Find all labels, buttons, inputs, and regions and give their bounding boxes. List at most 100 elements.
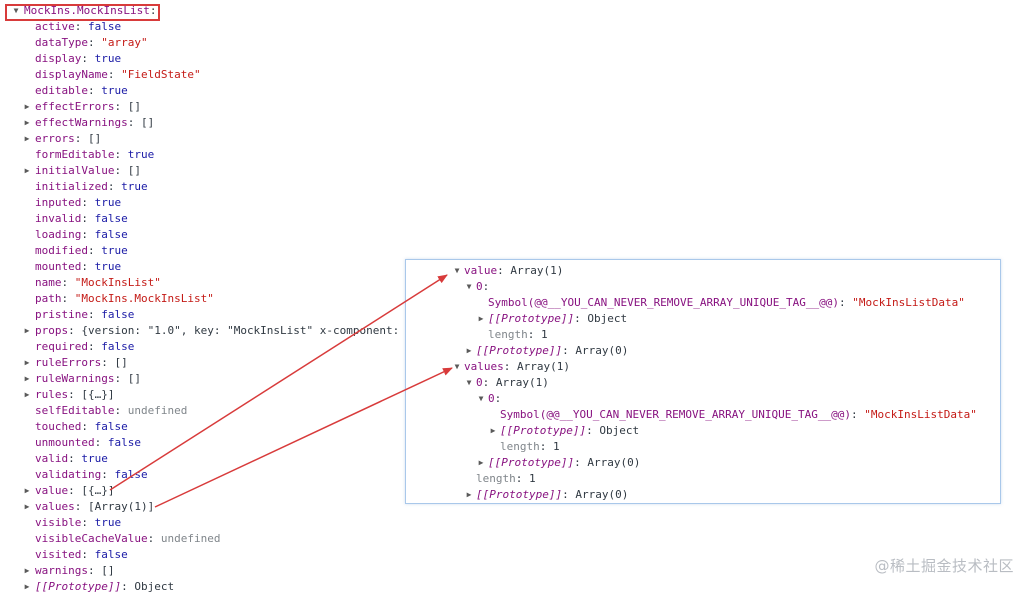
tree-row-text: length: 1 [500, 439, 560, 455]
property-key: Symbol(@@__YOU_CAN_NEVER_REMOVE_ARRAY_UN… [500, 408, 851, 421]
property-value: 1 [541, 328, 548, 341]
tree-row-text: warnings: [] [35, 563, 114, 579]
tree-row-text: [[Prototype]]: Object [488, 311, 627, 327]
property-key: required [35, 340, 88, 353]
expand-triangle-down-icon[interactable]: ▼ [466, 378, 472, 387]
key-separator: : [851, 408, 865, 421]
expand-triangle-right-icon[interactable]: ▶ [24, 390, 30, 399]
expand-triangle-right-icon[interactable]: ▶ [24, 118, 30, 127]
tree-root-node[interactable]: ▼ MockIns.MockInsList: [0, 3, 410, 19]
key-separator: : [562, 344, 576, 357]
key-separator: : [114, 164, 128, 177]
tree-row-text: display: true [35, 51, 121, 67]
tree-row[interactable]: ▶values: [Array(1)] [0, 499, 410, 515]
expand-triangle-down-icon[interactable]: ▼ [13, 6, 19, 15]
key-separator: : [81, 420, 95, 433]
tree-row: name: "MockInsList" [0, 275, 410, 291]
tree-row[interactable]: ▶rules: [{…}] [0, 387, 410, 403]
tree-row-text: unmounted: false [35, 435, 141, 451]
tree-row: valid: true [0, 451, 410, 467]
expand-triangle-right-icon[interactable]: ▶ [24, 486, 30, 495]
expand-triangle-right-icon[interactable]: ▶ [478, 314, 484, 323]
key-separator: : [68, 452, 82, 465]
tree-row[interactable]: ▶[[Prototype]]: Object [0, 579, 410, 595]
property-value: false [107, 436, 141, 449]
property-value: true [94, 52, 122, 65]
tree-row[interactable]: ▶[[Prototype]]: Array(0) [406, 343, 1000, 359]
property-value: false [101, 340, 135, 353]
tree-row[interactable]: ▶[[Prototype]]: Object [406, 423, 1000, 439]
property-value: [] [127, 100, 141, 113]
tree-row[interactable]: ▶errors: [] [0, 131, 410, 147]
tree-row[interactable]: ▶effectErrors: [] [0, 99, 410, 115]
expand-triangle-down-icon[interactable]: ▼ [478, 394, 484, 403]
key-separator: : [539, 440, 553, 453]
tree-row[interactable]: ▶effectWarnings: [] [0, 115, 410, 131]
expand-triangle-right-icon[interactable]: ▶ [24, 102, 30, 111]
key-separator: : [61, 292, 75, 305]
property-value: Array(0) [587, 456, 641, 469]
expand-triangle-right-icon[interactable]: ▶ [24, 166, 30, 175]
key-separator: : [574, 456, 588, 469]
expand-triangle-down-icon[interactable]: ▼ [466, 282, 472, 291]
key-separator: : [101, 356, 115, 369]
tree-row-text: loading: false [35, 227, 128, 243]
expand-triangle-right-icon[interactable]: ▶ [24, 374, 30, 383]
expand-triangle-right-icon[interactable]: ▶ [24, 134, 30, 143]
key-separator: : [87, 308, 102, 321]
tree-row[interactable]: ▶ initialValue: [] [0, 163, 410, 179]
tree-row[interactable]: ▶ [[Prototype]]: Array(0) [406, 487, 1000, 503]
tree-row-text: MockIns.MockInsList: [24, 3, 156, 19]
tree-row-text: pristine: false [35, 307, 134, 323]
property-key: [[Prototype]] [476, 488, 563, 501]
expand-triangle-right-icon[interactable]: ▶ [490, 426, 496, 435]
tree-row[interactable]: ▼0: Array(1) [406, 375, 1000, 391]
expand-triangle-down-icon[interactable]: ▼ [454, 266, 460, 275]
property-key: warnings [35, 564, 88, 577]
tree-row: modified: true [0, 243, 410, 259]
property-key: modified [35, 244, 88, 257]
tree-row[interactable]: ▼values: Array(1) [406, 359, 1000, 375]
tree-row: length: 1 [406, 327, 1000, 343]
expand-triangle-right-icon[interactable]: ▶ [478, 458, 484, 467]
tree-row: inputed: true [0, 195, 410, 211]
expand-triangle-down-icon[interactable]: ▼ [454, 362, 460, 371]
tree-row[interactable]: ▶ [[Prototype]]: Object [406, 311, 1000, 327]
tree-row[interactable]: ▶ [[Prototype]]: Array(0) [406, 455, 1000, 471]
key-separator: : [81, 212, 95, 225]
tree-row[interactable]: ▶ warnings: [] [0, 563, 410, 579]
tree-row[interactable]: ▶props: {version: "1.0", key: "MockInsLi… [0, 323, 410, 339]
tree-row[interactable]: ▼value: Array(1) [406, 263, 1000, 279]
tree-row-text: initialValue: [] [35, 163, 141, 179]
property-key: formEditable [35, 148, 115, 161]
property-value: "MockInsList" [74, 276, 161, 289]
property-value: true [127, 148, 155, 161]
property-value: [{…}] [81, 388, 115, 401]
property-key: Symbol(@@__YOU_CAN_NEVER_REMOVE_ARRAY_UN… [488, 296, 839, 309]
expand-triangle-right-icon[interactable]: ▶ [24, 358, 30, 367]
expand-triangle-right-icon[interactable]: ▶ [24, 326, 30, 335]
tree-row-text: [[Prototype]]: Array(0) [488, 455, 640, 471]
tree-row[interactable]: ▼ 0: [406, 391, 1000, 407]
tree-row-text: modified: true [35, 243, 128, 259]
tree-row[interactable]: ▶value: [{…}] [0, 483, 410, 499]
property-key: visibleCacheValue [35, 532, 148, 545]
expand-triangle-right-icon[interactable]: ▶ [466, 346, 472, 355]
expand-triangle-right-icon[interactable]: ▶ [24, 502, 30, 511]
tree-row-text: selfEditable: undefined [35, 403, 187, 419]
tree-row[interactable]: ▶ruleErrors: [] [0, 355, 410, 371]
tree-row[interactable]: ▶ruleWarnings: [] [0, 371, 410, 387]
tree-row: dataType: "array" [0, 35, 410, 51]
tree-row-text: [[Prototype]]: Array(0) [476, 487, 628, 503]
expand-triangle-right-icon[interactable]: ▶ [466, 490, 472, 499]
watermark: @稀土掘金技术社区 [874, 557, 1014, 575]
property-key: rules [35, 388, 69, 401]
expand-triangle-right-icon[interactable]: ▶ [24, 582, 30, 591]
key-separator: : [107, 180, 122, 193]
property-key: displayName [35, 68, 108, 81]
property-value: Array(0) [575, 344, 629, 357]
tree-row[interactable]: ▼0: [406, 279, 1000, 295]
property-value: 1 [553, 440, 560, 453]
expand-triangle-right-icon[interactable]: ▶ [24, 566, 30, 575]
tree-row-text: 0: [488, 391, 501, 407]
